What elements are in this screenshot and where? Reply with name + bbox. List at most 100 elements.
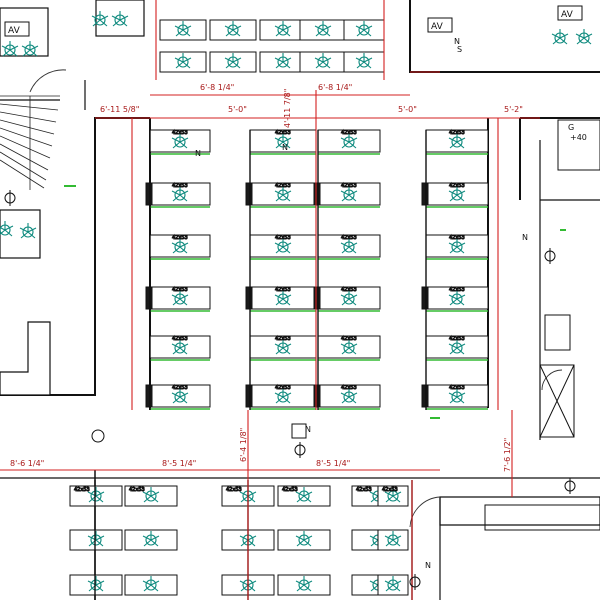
office-chair-icon: [274, 339, 292, 355]
desk-size-label: 42x53: [275, 287, 291, 293]
office-chair-icon: [448, 133, 466, 149]
dimension-lines: [0, 0, 540, 600]
file-cabinet: [421, 182, 429, 206]
file-cabinet: [145, 384, 153, 408]
n-label: N: [282, 143, 288, 152]
office-chair-icon: [174, 53, 192, 69]
file-cabinet: [421, 384, 429, 408]
file-cabinet: [245, 182, 253, 206]
workstation: 42x53: [145, 286, 211, 312]
workstation: 42x53: [249, 335, 317, 361]
workstation: 42x53: [317, 129, 381, 155]
office-chair-icon: [384, 487, 402, 503]
desk-size-label: 42x53: [356, 487, 372, 493]
dimension-label: 7'-6 1/2": [503, 438, 512, 472]
office-chair-icon: [274, 21, 292, 37]
workstation: 42x53: [425, 234, 489, 260]
office-chair-icon: [295, 487, 313, 503]
office-chair-icon: [224, 21, 242, 37]
dimension-label: 8'-5 1/4": [316, 459, 350, 468]
file-cabinet: [313, 384, 321, 408]
desk-size-label: 42x53: [341, 336, 357, 342]
office-chair-icon: [111, 11, 129, 27]
workstation: 42x53: [313, 384, 381, 410]
dimension-label: 5'-0": [398, 105, 417, 114]
office-chair-icon: [314, 53, 332, 69]
conference-table: [0, 0, 145, 259]
office-chair-icon: [355, 53, 373, 69]
n-label: N: [454, 37, 460, 46]
desk-size-label: 42x53: [275, 336, 291, 342]
office-chair-icon: [21, 41, 39, 57]
power-outlet-icon: [4, 190, 576, 590]
workstation: 42x53: [313, 286, 381, 312]
file-cabinet: [421, 286, 429, 310]
desk-size-label: 42x53: [275, 130, 291, 136]
office-chair-icon: [340, 238, 358, 254]
n-label: N: [522, 233, 528, 242]
workstation: 42x53: [249, 234, 317, 260]
n-label: N: [305, 425, 311, 434]
desk-size-label: 42x53: [172, 385, 188, 391]
file-cabinet: [313, 286, 321, 310]
desk-size-label: 42x53: [341, 130, 357, 136]
workstation: 42x53: [377, 485, 409, 507]
office-chair-icon: [171, 186, 189, 202]
dimension-label: 6'-8 1/4": [200, 83, 234, 92]
workstation: 42x53: [425, 129, 489, 155]
office-chair-icon: [171, 238, 189, 254]
door-swing-icon: [29, 69, 563, 528]
workstation: 42x53: [69, 485, 123, 507]
workstation: 42x53: [245, 384, 317, 410]
workstation: 42x53: [145, 384, 211, 410]
workstation: [159, 19, 207, 41]
office-chair-icon: [274, 53, 292, 69]
workstation: [209, 19, 257, 41]
workstation: 42x53: [149, 335, 211, 361]
office-chair-icon: [142, 576, 160, 592]
office-chair-icon: [171, 290, 189, 306]
office-chair-icon: [19, 223, 37, 239]
workstation: 42x53: [149, 234, 211, 260]
office-chair-icon: [274, 238, 292, 254]
desk-size-label: 42x53: [275, 385, 291, 391]
workstation: [343, 51, 385, 73]
file-cabinet: [313, 182, 321, 206]
s-label: S: [457, 45, 462, 54]
workstation: 42x53: [124, 485, 178, 507]
office-chair-icon: [384, 576, 402, 592]
office-chair-icon: [355, 21, 373, 37]
office-chair-icon: [91, 11, 109, 27]
office-chair-icon: [295, 576, 313, 592]
desk-size-label: 42x53: [275, 183, 291, 189]
workstation: 42x53: [313, 182, 381, 208]
office-chair-icon: [340, 133, 358, 149]
dimension-label: 6'-4 1/8": [239, 428, 248, 462]
workstation: 42x53: [421, 286, 489, 312]
desk-size-label: 42x53: [449, 287, 465, 293]
green-markers: [64, 185, 566, 419]
workstation: 42x53: [421, 384, 489, 410]
av-plate-icon: AV AV AV: [4, 5, 583, 37]
desk-size-label: 42x53: [226, 487, 242, 493]
office-chair-icon: [295, 531, 313, 547]
workstation: [159, 51, 207, 73]
reception-desk: [0, 321, 51, 396]
workstation: 42x53: [277, 485, 331, 507]
workstation: 42x53: [149, 129, 211, 155]
desk-size-label: 42x53: [129, 487, 145, 493]
desk-size-label: 42x53: [449, 385, 465, 391]
office-chair-icon: [551, 29, 569, 45]
office-chair-icon: [274, 388, 292, 404]
desk-size-label: 42x53: [172, 183, 188, 189]
workstation: [259, 19, 307, 41]
workstation: [259, 51, 307, 73]
office-chair-icon: [0, 221, 14, 237]
desk-size-label: 42x53: [282, 487, 298, 493]
office-chair-icon: [224, 53, 242, 69]
desk-size-label: 42x53: [449, 130, 465, 136]
workstation: [299, 51, 347, 73]
workstation: 42x53: [317, 335, 381, 361]
office-chair-icon: [575, 29, 593, 45]
